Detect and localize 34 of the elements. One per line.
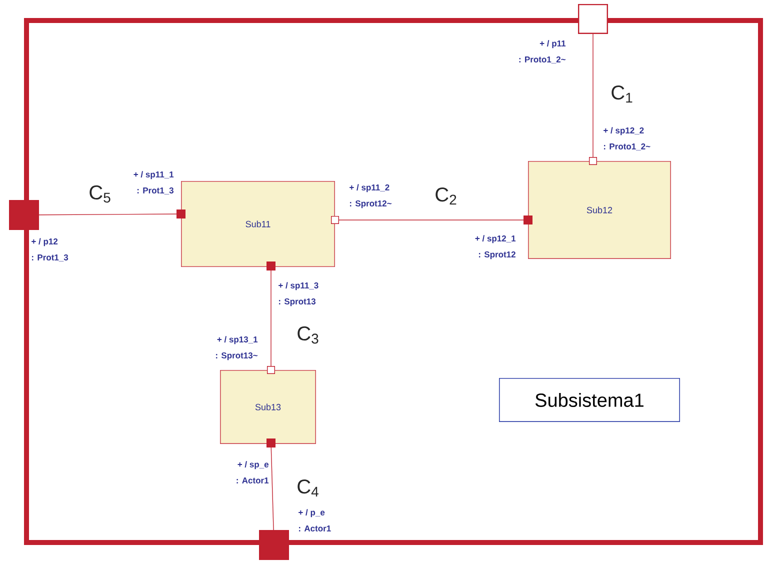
- port-square: [266, 261, 276, 270]
- port-square: [259, 530, 289, 560]
- port-label: + / sp12_2 : Proto1_2~: [604, 127, 650, 150]
- port-label: + / p_e : Actor1: [298, 509, 331, 532]
- port-square: [578, 4, 608, 34]
- port-square: [331, 216, 339, 224]
- port-label: + / sp11_3 : Sprot13: [278, 282, 318, 306]
- port-square: [9, 200, 39, 230]
- port-square: [524, 215, 532, 224]
- component-box: Sub12: [528, 160, 671, 259]
- component-box: Sub11: [181, 180, 335, 267]
- port-square: [176, 210, 186, 218]
- frame: [24, 18, 763, 545]
- port-label: + / sp11_1 : Prot1_3: [134, 171, 174, 194]
- connector-label: C$_{4}$: [298, 479, 318, 497]
- port-label: + / p12 : Prot1_3: [32, 238, 68, 262]
- connector-line: [270, 447, 274, 530]
- port-label: + / p11 : Proto1_2~: [519, 40, 566, 64]
- title-box: Subsistema1: [499, 378, 680, 422]
- port-square: [266, 438, 276, 448]
- port-label: + / sp_e : Actor1: [236, 461, 269, 484]
- connector-line: [38, 214, 177, 216]
- port-label: + / sp12_1 : Sprot12: [475, 235, 516, 260]
- connector-label: C$_{1}$: [612, 85, 632, 103]
- port-label: + / sp13_1 : Sprot13~: [216, 336, 258, 360]
- connector-label: C$_{2}$: [436, 187, 456, 205]
- connector-line: [270, 270, 272, 366]
- connector-line: [592, 34, 594, 158]
- port-square: [267, 366, 275, 374]
- port-label: + / sp11_2 : Sprot12~: [350, 184, 392, 208]
- port-square: [589, 157, 597, 165]
- connector-label: C$_{5}$: [90, 185, 110, 203]
- connector-label: C$_{3}$: [298, 326, 318, 344]
- component-box: Sub13: [220, 370, 316, 444]
